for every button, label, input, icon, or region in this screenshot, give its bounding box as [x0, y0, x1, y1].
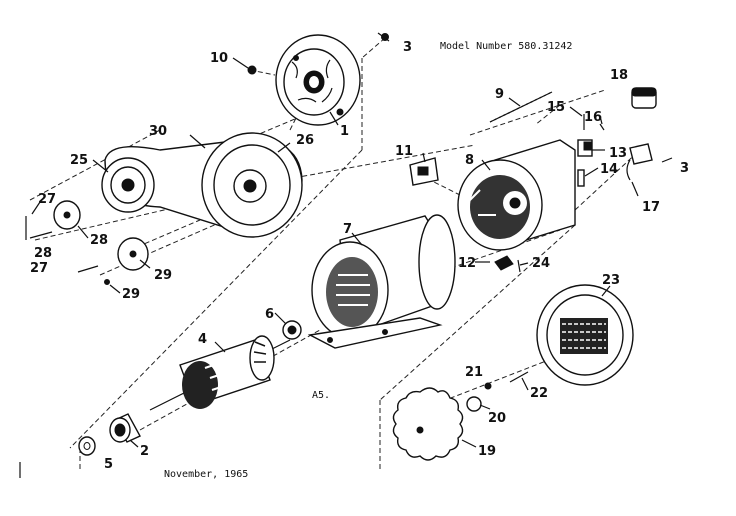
callout-3-right: 3 — [680, 161, 689, 176]
fastener-12-24 — [494, 255, 521, 273]
callout-17: 17 — [642, 200, 660, 215]
callout-21: 21 — [465, 365, 483, 380]
callout-8: 8 — [465, 153, 474, 168]
switch-16-15 — [583, 114, 605, 131]
bracket-17 — [626, 143, 673, 181]
callout-12: 12 — [458, 256, 476, 271]
fan-19 — [392, 387, 464, 461]
end-bell-housing — [275, 34, 361, 126]
callout-29-top: 29 — [154, 268, 172, 283]
callout-1: 1 — [340, 124, 349, 139]
washer-5 — [78, 436, 96, 456]
callout-20: 20 — [488, 411, 506, 426]
callout-18: 18 — [610, 68, 628, 83]
callout-7: 7 — [343, 222, 352, 237]
callout-29-bottom: 29 — [122, 287, 140, 302]
bearing-2 — [109, 413, 141, 443]
print-date: November, 1965 — [164, 469, 248, 480]
model-number: Model Number 580.31242 — [440, 41, 572, 52]
callout-22: 22 — [530, 386, 548, 401]
callout-26: 26 — [296, 133, 314, 148]
callout-28-left: 28 — [34, 246, 52, 261]
capacitor-18 — [631, 87, 657, 109]
switch-13 — [577, 139, 593, 157]
end-shield-grille — [536, 284, 634, 386]
callout-5: 5 — [104, 457, 113, 472]
callout-27-bottom: 27 — [30, 261, 48, 276]
callout-3-top: 3 — [403, 40, 412, 55]
callout-28-right: 28 — [90, 233, 108, 248]
screw-10 — [247, 65, 257, 75]
callout-25: 25 — [70, 153, 88, 168]
callout-13: 13 — [609, 146, 627, 161]
callout-4: 4 — [198, 332, 207, 347]
callout-16: 16 — [584, 110, 602, 125]
washer-20 — [466, 396, 482, 412]
callout-15: 15 — [547, 100, 565, 115]
leader-lines — [31, 57, 639, 448]
terminal-block-11 — [409, 157, 439, 186]
callout-27-top: 27 — [38, 192, 56, 207]
rod-9 — [489, 91, 553, 123]
motor-frame-stator — [307, 214, 456, 349]
armature-rotor — [149, 335, 291, 411]
callout-24: 24 — [532, 256, 550, 271]
screw-3-top — [377, 32, 390, 42]
callout-2: 2 — [140, 444, 149, 459]
callout-30: 30 — [149, 124, 167, 139]
callout-10: 10 — [210, 51, 228, 66]
shaft-pin-27 — [25, 216, 99, 273]
collar-28 — [53, 200, 81, 230]
reference-code: A5. — [312, 390, 330, 401]
screw-21-22 — [484, 371, 529, 390]
callout-labels: 1 2 3 3 4 5 6 7 8 9 10 11 12 13 14 15 16… — [30, 40, 689, 472]
bearing-6 — [282, 320, 302, 340]
callout-14: 14 — [600, 162, 618, 177]
pulley-large-26 — [201, 132, 303, 238]
callout-23: 23 — [602, 273, 620, 288]
callout-11: 11 — [395, 144, 413, 159]
callout-6: 6 — [265, 307, 274, 322]
callout-19: 19 — [478, 444, 496, 459]
collar-29 — [104, 237, 149, 285]
rear-end-bell — [457, 139, 576, 251]
spacer-14 — [577, 169, 585, 187]
callout-9: 9 — [495, 87, 504, 102]
pulley-small-25 — [101, 157, 155, 213]
